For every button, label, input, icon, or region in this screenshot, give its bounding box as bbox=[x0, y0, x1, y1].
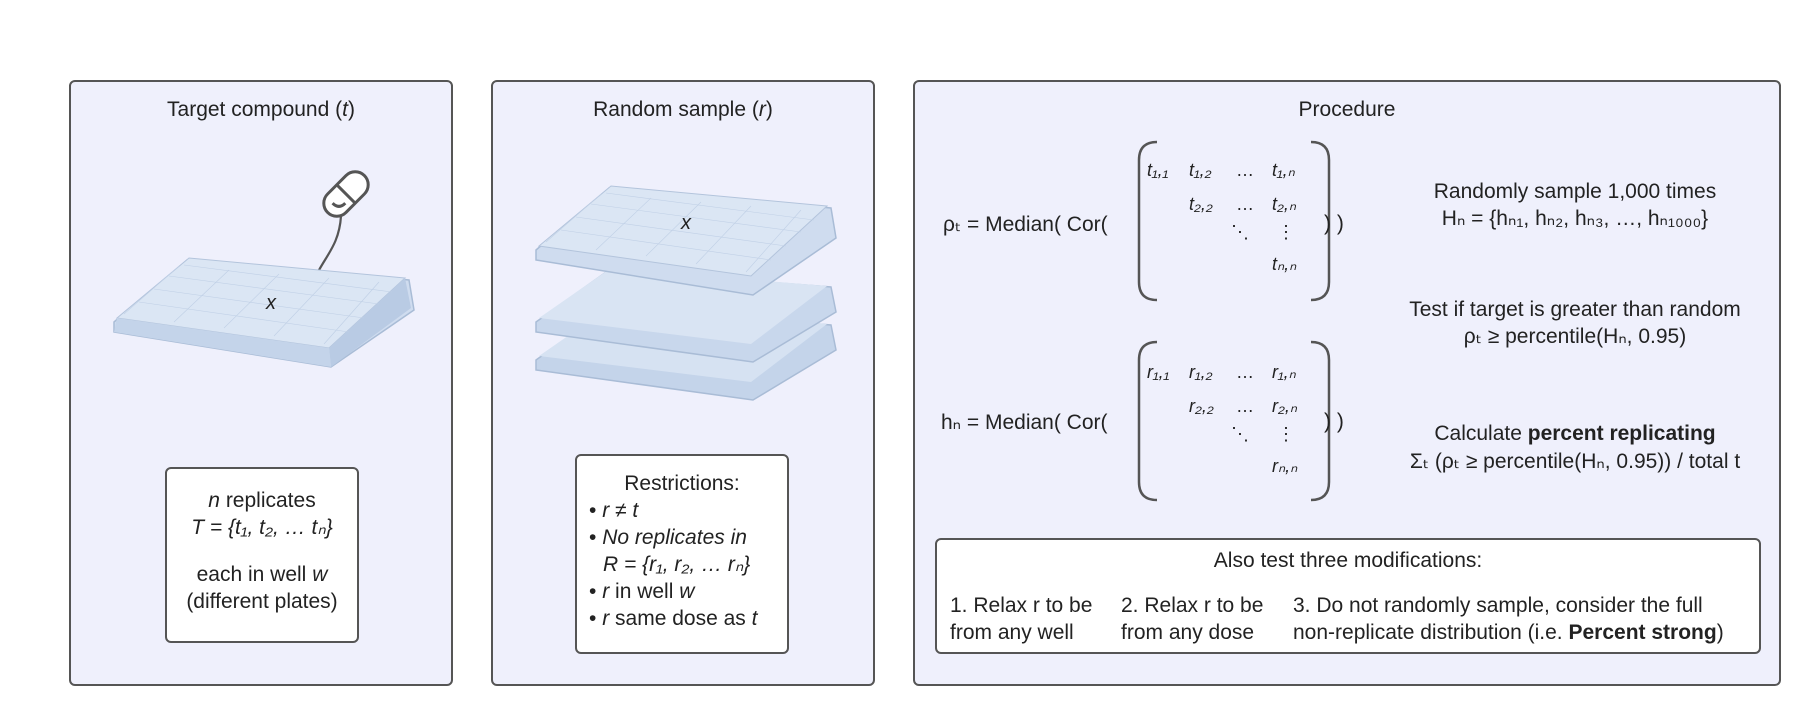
matrix-t-cell: t₁,₂ bbox=[1189, 160, 1212, 180]
modifications-box: Also test three modifications: 1. Relax … bbox=[935, 538, 1761, 654]
modification-1: 1. Relax r to be from any well bbox=[950, 594, 1093, 644]
matrix-r-cell: ⋱ bbox=[1231, 424, 1249, 444]
matrix-brackets-target bbox=[1137, 140, 1331, 302]
panel-title: Procedure bbox=[1298, 98, 1396, 121]
matrix-t-cell: ⋱ bbox=[1231, 222, 1249, 242]
replicates-box: n replicates T = {t₁, t₂, … tₙ} each in … bbox=[165, 467, 359, 643]
matrix-r-cell: ⋮ bbox=[1277, 424, 1295, 444]
panel-title: Target compound (t) bbox=[167, 98, 355, 121]
matrix-t-cell: … bbox=[1236, 194, 1254, 214]
procedure-panel: Procedure ρₜ = Median( Cor( t₁,₁ t₁,₂ … … bbox=[913, 80, 1781, 686]
random-sample-panel: Random sample (r) x Restrictions: • r ≠ … bbox=[491, 80, 875, 686]
step-sample: Randomly sample 1,000 times Hₙ = {hₙ₁, h… bbox=[1433, 180, 1717, 230]
matrix-r-cell: rₙ,ₙ bbox=[1272, 456, 1298, 476]
equation-close: ) ) bbox=[1324, 212, 1344, 235]
step-test: Test if target is greater than random ρₜ… bbox=[1409, 298, 1741, 348]
matrix-r-cell: r₁,₂ bbox=[1189, 362, 1213, 382]
matrix-r-cell: r₂,₂ bbox=[1189, 396, 1214, 416]
modification-2: 2. Relax r to be from any dose bbox=[1121, 594, 1264, 644]
matrix-t-cell: ⋮ bbox=[1277, 222, 1295, 242]
matrix-r-cell: r₁,₁ bbox=[1147, 362, 1170, 382]
step-calculate: Calculate percent replicating Σₜ (ρₜ ≥ p… bbox=[1409, 422, 1741, 473]
matrix-t-cell: … bbox=[1236, 160, 1254, 180]
modification-3: 3. Do not randomly sample, consider the … bbox=[1293, 594, 1724, 644]
matrix-t-cell: t₂,₂ bbox=[1189, 194, 1213, 214]
matrix-t-cell: tₙ,ₙ bbox=[1272, 254, 1297, 274]
stacked-well-plates bbox=[535, 185, 837, 401]
matrix-brackets-random bbox=[1137, 340, 1331, 502]
well-plate bbox=[113, 257, 415, 368]
plate-well-mark: x bbox=[266, 292, 276, 314]
panel-title: Random sample (r) bbox=[593, 98, 773, 121]
matrix-r-cell: r₁,ₙ bbox=[1272, 362, 1296, 382]
equation-target: ρₜ = Median( Cor( bbox=[943, 213, 1108, 236]
target-compound-panel: Target compound (t) x n replicates T = {… bbox=[69, 80, 453, 686]
matrix-r-cell: r₂,ₙ bbox=[1272, 396, 1298, 416]
matrix-r-cell: … bbox=[1236, 362, 1254, 382]
plate-well-mark: x bbox=[681, 212, 691, 234]
matrix-r-cell: … bbox=[1236, 396, 1254, 416]
restrictions-box: Restrictions: • r ≠ t • No replicates in… bbox=[575, 454, 789, 654]
matrix-t-cell: t₂,ₙ bbox=[1272, 194, 1297, 214]
matrix-t-cell: t₁,₁ bbox=[1147, 160, 1169, 180]
modifications-heading: Also test three modifications: bbox=[1213, 549, 1483, 572]
equation-close: ) ) bbox=[1324, 410, 1344, 433]
equation-random: hₙ = Median( Cor( bbox=[941, 411, 1108, 434]
matrix-t-cell: t₁,ₙ bbox=[1272, 160, 1295, 180]
